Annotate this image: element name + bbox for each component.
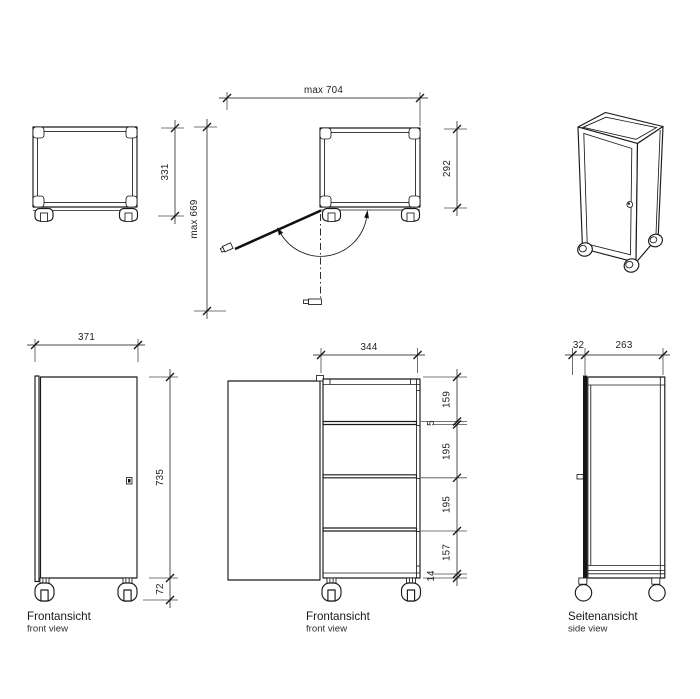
dim-label-195a: 195 [442, 443, 453, 460]
shelves [322, 420, 418, 532]
dim-plan-292: 292 [442, 121, 467, 216]
dim-label-331: 331 [160, 164, 171, 181]
dim-front-width-371: 371 [27, 332, 145, 362]
dim-label-72: 72 [155, 583, 166, 594]
caster [623, 258, 640, 273]
dim-label-371: 371 [78, 332, 95, 343]
door-knob [576, 474, 584, 480]
front-view-closed-caption: Frontansicht front view [27, 610, 92, 635]
dim-front-height-735-72: 735 72 [143, 369, 178, 608]
caster [118, 207, 139, 222]
door-180-symbol [303, 298, 322, 305]
side-view-drawing [574, 375, 666, 602]
dim-label-32: 32 [573, 340, 584, 351]
caster [34, 577, 55, 602]
dim-plan-max-704: max 704 [219, 85, 428, 126]
side-door-panel [583, 375, 588, 582]
view-label-de: Frontansicht [27, 610, 92, 623]
side-view-caption: Seitenansicht side view [568, 610, 638, 635]
dim-label-14: 14 [426, 570, 437, 582]
plan-view-open-drawing [219, 127, 421, 305]
dim-front-open-chain: 159 5 195 195 157 14 [421, 369, 467, 586]
view-label-en: side view [568, 624, 608, 635]
caster [577, 242, 593, 257]
door-knob [626, 201, 634, 208]
caster [321, 207, 342, 222]
view-label-en: front view [27, 624, 68, 635]
door-swing-arc [276, 209, 369, 257]
view-label-de: Seitenansicht [568, 610, 638, 623]
perspective-view-drawing [577, 111, 664, 273]
dim-label-157: 157 [442, 544, 453, 561]
caster [321, 577, 342, 602]
caster [574, 577, 593, 602]
open-door [219, 209, 322, 253]
caster [400, 577, 422, 602]
caster [34, 207, 54, 222]
dim-label-159: 159 [442, 391, 453, 408]
caster [648, 577, 666, 602]
dim-label-5: 5 [426, 420, 437, 426]
dim-label-max-669: max 669 [189, 200, 200, 239]
dim-label-195b: 195 [442, 496, 453, 513]
view-label-en: front view [306, 624, 347, 635]
dim-label-292: 292 [442, 160, 453, 177]
dim-plan-max-669: max 669 [189, 119, 226, 319]
view-label-de: Frontansicht [306, 610, 371, 623]
front-view-open-drawing [227, 375, 422, 602]
dim-front-open-width-344: 344 [313, 342, 425, 373]
door-knob [126, 477, 133, 485]
dim-label-735: 735 [155, 469, 166, 486]
caster [647, 233, 664, 248]
front-view-closed-drawing [34, 375, 138, 602]
caster [117, 577, 138, 602]
dim-label-263: 263 [616, 340, 633, 351]
dim-label-344: 344 [361, 342, 378, 353]
caster [400, 207, 421, 222]
dim-side-32-263: 32 263 [565, 340, 670, 375]
dim-plan-depth-331: 331 [158, 120, 184, 224]
front-view-open-caption: Frontansicht front view [306, 610, 371, 635]
dim-label-max-704: max 704 [304, 85, 343, 96]
plan-view-closed-drawing [32, 126, 139, 222]
